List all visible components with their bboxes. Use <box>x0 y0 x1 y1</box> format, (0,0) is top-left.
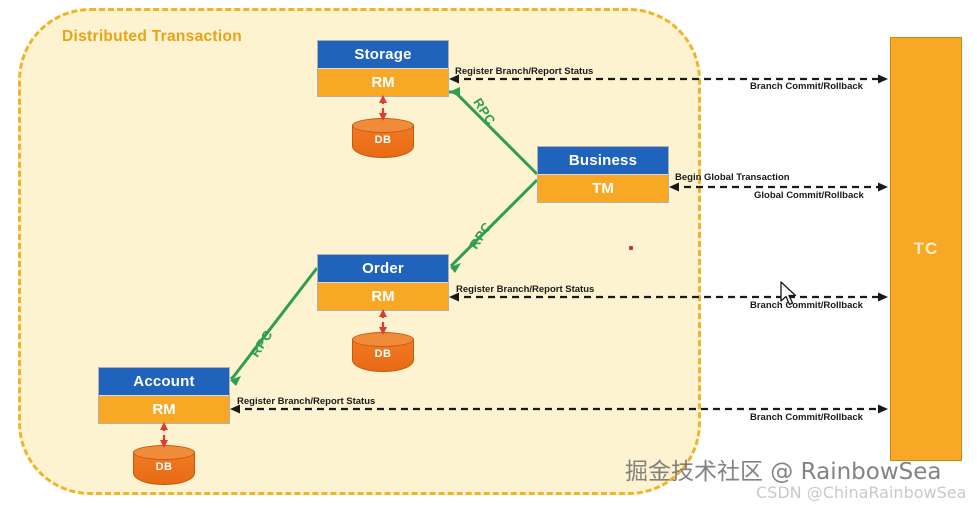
service-box-order[interactable]: Order RM <box>317 254 449 311</box>
database-storage: DB <box>352 118 414 162</box>
database-order: DB <box>352 332 414 376</box>
flow-label-business-begin: Begin Global Transaction <box>675 172 790 183</box>
flow-label-business-commit: Global Commit/Rollback <box>754 190 864 201</box>
service-name-storage: Storage <box>318 41 448 68</box>
service-box-business[interactable]: Business TM <box>537 146 669 203</box>
tc-arrow-right-order <box>878 292 888 302</box>
service-name-business: Business <box>538 147 668 174</box>
tc-arrow-right-storage <box>878 74 888 84</box>
watermark-secondary: CSDN @ChinaRainbowSea <box>756 483 967 502</box>
service-role-account: RM <box>99 395 229 423</box>
flow-label-account-commit: Branch Commit/Rollback <box>750 412 863 423</box>
service-box-storage[interactable]: Storage RM <box>317 40 449 97</box>
rm-db-arrow-storage <box>379 95 387 121</box>
db-label-account: DB <box>155 461 173 473</box>
transaction-coordinator-box[interactable]: TC <box>890 37 962 461</box>
service-role-order: RM <box>318 282 448 310</box>
red-dot-marker <box>629 246 633 250</box>
service-box-account[interactable]: Account RM <box>98 367 230 424</box>
flow-label-storage-register: Register Branch/Report Status <box>455 66 594 77</box>
tc-arrow-right-account <box>878 404 888 414</box>
flow-label-order-commit: Branch Commit/Rollback <box>750 300 863 311</box>
tc-arrow-right-business <box>878 182 888 192</box>
distributed-transaction-title: Distributed Transaction <box>62 28 243 45</box>
flow-label-order-register: Register Branch/Report Status <box>456 284 595 295</box>
database-account: DB <box>133 445 195 489</box>
mouse-cursor <box>780 281 797 306</box>
rm-db-arrow-account <box>160 422 168 448</box>
service-role-storage: RM <box>318 68 448 96</box>
db-label-order: DB <box>374 348 392 360</box>
watermark-primary: 掘金技术社区 @ RainbowSea <box>625 459 942 485</box>
rm-db-arrow-order <box>379 309 387 335</box>
service-role-business: TM <box>538 174 668 202</box>
flow-label-account-register: Register Branch/Report Status <box>237 396 376 407</box>
flow-label-storage-commit: Branch Commit/Rollback <box>750 81 863 92</box>
service-name-account: Account <box>99 368 229 395</box>
service-name-order: Order <box>318 255 448 282</box>
tc-label: TC <box>913 239 939 258</box>
db-label-storage: DB <box>374 134 392 146</box>
